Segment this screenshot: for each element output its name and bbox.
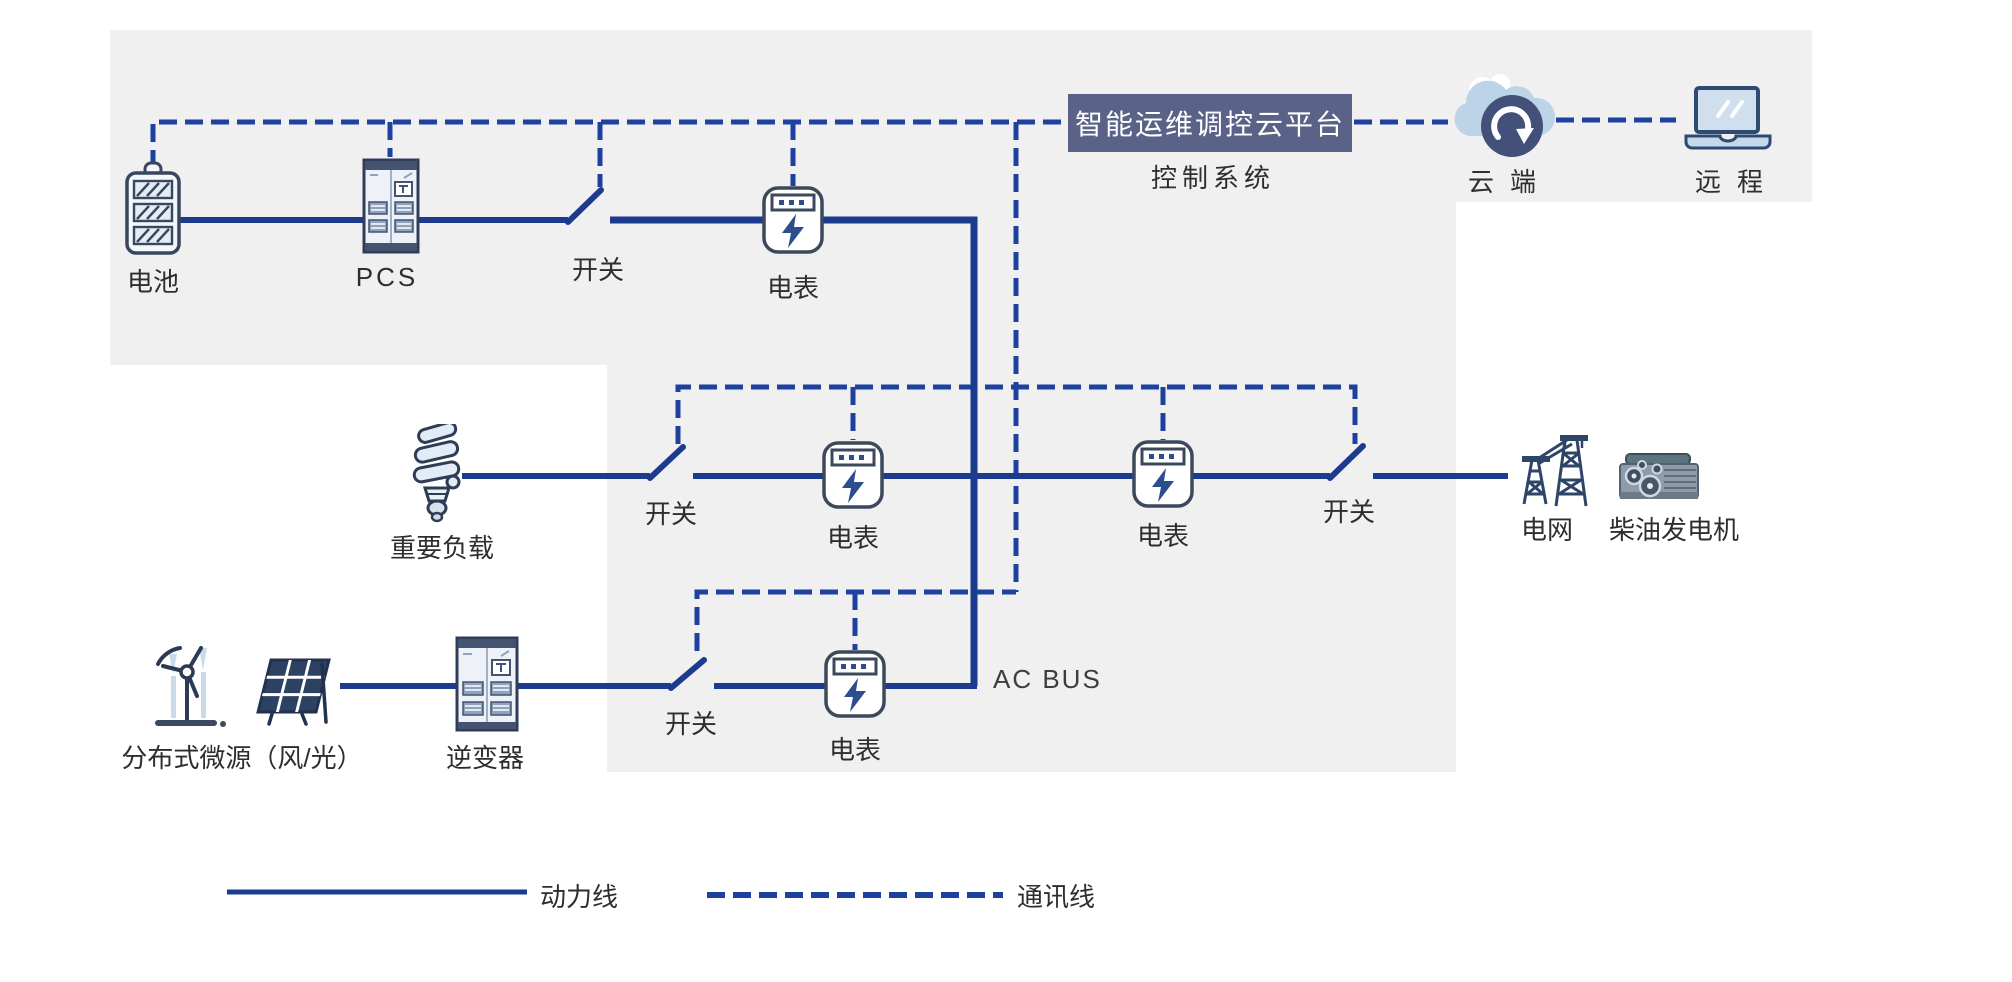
- cloud-label: 云端: [1467, 167, 1553, 197]
- panel-left-band: [110, 30, 607, 365]
- comm-bus-main: [150, 119, 1068, 168]
- meter-icon-row2-left: [822, 441, 884, 514]
- diesel-generator-icon: [1612, 452, 1706, 513]
- remote-label: 远程: [1694, 167, 1780, 197]
- ac-bus-label: AC BUS: [993, 664, 1102, 694]
- power-row1-and-acbus: [610, 216, 978, 686]
- load-bulb-icon: [410, 421, 464, 529]
- switch1-blade: [565, 187, 604, 225]
- inverter-cabinet-icon: [455, 634, 519, 739]
- comm-loop-bottom: [694, 589, 1016, 651]
- switch2l-label: 开关: [644, 499, 698, 529]
- meter-icon-row1: [762, 186, 824, 259]
- legend-power-label: 动力线: [540, 882, 619, 912]
- important-load-label: 重要负载: [389, 533, 495, 563]
- switch2r-blade: [1327, 443, 1366, 481]
- legend-comm-label: 通讯线: [1017, 882, 1096, 912]
- distributed-source-label: 分布式微源（风/光）: [121, 743, 363, 773]
- wind-turbine-icon: [143, 636, 228, 733]
- comm-loop-middle: [675, 384, 1358, 444]
- meter-icon-row2-right: [1132, 440, 1194, 513]
- meter1-label: 电表: [766, 273, 820, 303]
- meter3-label: 电表: [828, 735, 882, 765]
- meter2r-label: 电表: [1136, 521, 1190, 551]
- switch1-label: 开关: [571, 255, 625, 285]
- pcs-label: PCS: [355, 262, 419, 292]
- remote-laptop-icon: [1680, 86, 1776, 157]
- inverter-label: 逆变器: [445, 743, 525, 773]
- switch3-blade: [668, 657, 707, 691]
- pcs-cabinet-icon: [362, 156, 420, 261]
- switch3-label: 开关: [664, 709, 718, 739]
- control-system-label: 控制系统: [1150, 163, 1276, 193]
- solar-panel-icon: [250, 656, 332, 731]
- battery-icon: [124, 160, 182, 261]
- panel-middle-band: [607, 30, 1456, 772]
- banner-title: 智能运维调控云平台: [1074, 109, 1345, 140]
- grid-tower-icon: [1512, 424, 1590, 513]
- switch2r-label: 开关: [1322, 497, 1376, 527]
- cloud-platform-banner: 智能运维调控云平台: [1068, 94, 1352, 152]
- cloud-sync-icon: [1446, 56, 1556, 171]
- meter2l-label: 电表: [826, 523, 880, 553]
- battery-label: 电池: [126, 267, 180, 297]
- diesel-generator-label: 柴油发电机: [1608, 515, 1740, 545]
- meter-icon-row3: [824, 650, 886, 723]
- switch2l-blade: [647, 444, 686, 481]
- grid-label: 电网: [1520, 515, 1574, 545]
